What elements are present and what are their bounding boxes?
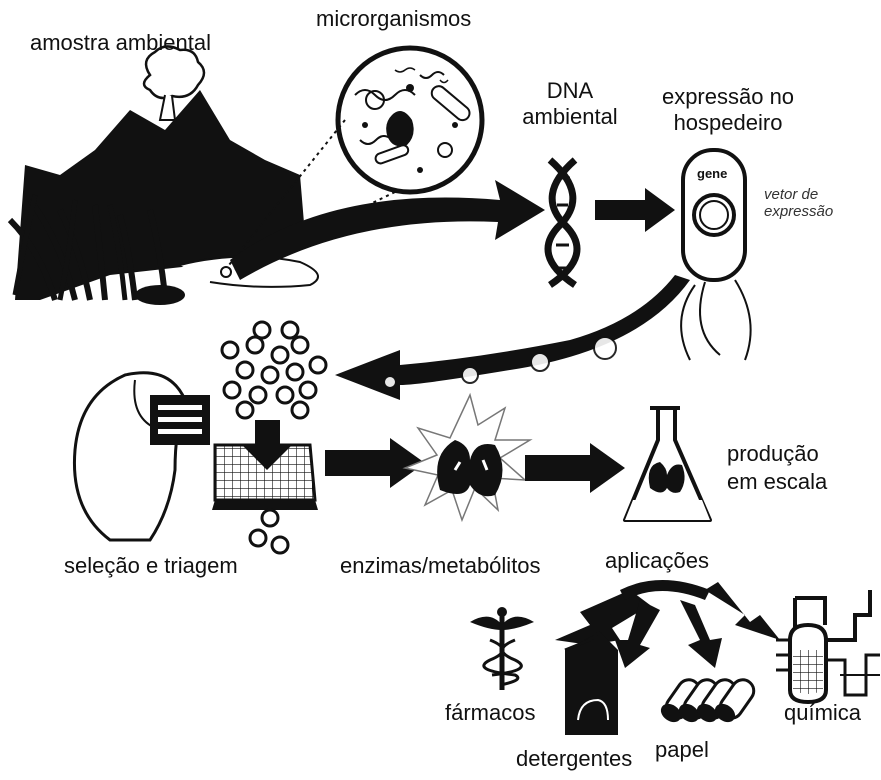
microorganism-circle-icon	[338, 48, 482, 192]
soil-sample-icon	[10, 46, 318, 305]
label-expressao-line1: expressão no	[648, 84, 808, 110]
label-selecao-triagem: seleção e triagem	[64, 553, 238, 579]
label-microrganismos: microrganismos	[316, 6, 471, 32]
paper-rolls-icon	[657, 675, 758, 725]
label-papel: papel	[655, 737, 709, 763]
label-vetor-expressao: vetor de expressão	[764, 186, 833, 221]
caduceus-icon	[470, 607, 534, 690]
label-expressao-hospedeiro: expressão no hospedeiro	[648, 84, 808, 137]
enzyme-icon	[405, 395, 530, 520]
arrow-screening-to-enzyme	[325, 438, 425, 488]
label-dna-ambiental: DNA ambiental	[510, 78, 630, 131]
arrow-dna-to-host	[595, 188, 675, 232]
label-dna-line2: ambiental	[510, 104, 630, 130]
label-expressao-line2: hospedeiro	[648, 110, 808, 136]
label-producao-escala: produção em escala	[727, 440, 827, 495]
label-aplicacoes: aplicações	[605, 548, 709, 574]
label-quimica: química	[784, 700, 861, 726]
dna-helix-icon	[548, 160, 577, 285]
label-vetor-line2: expressão	[764, 203, 833, 220]
chemical-reactor-icon	[776, 590, 880, 702]
label-farmacos: fármacos	[445, 700, 535, 726]
flask-icon	[625, 408, 710, 520]
label-detergentes: detergentes	[516, 746, 632, 772]
arrow-enzyme-to-flask	[525, 443, 625, 493]
host-cell-icon	[681, 150, 751, 360]
researcher-icon	[74, 373, 210, 540]
label-producao-line2: em escala	[727, 468, 827, 496]
label-dna-line1: DNA	[510, 78, 630, 104]
label-gene: gene	[697, 166, 727, 181]
label-amostra-ambiental: amostra ambiental	[30, 30, 211, 56]
label-enzimas-metabolitos: enzimas/metabólitos	[340, 553, 541, 579]
label-vetor-line1: vetor de	[764, 186, 833, 203]
label-producao-line1: produção	[727, 440, 827, 468]
